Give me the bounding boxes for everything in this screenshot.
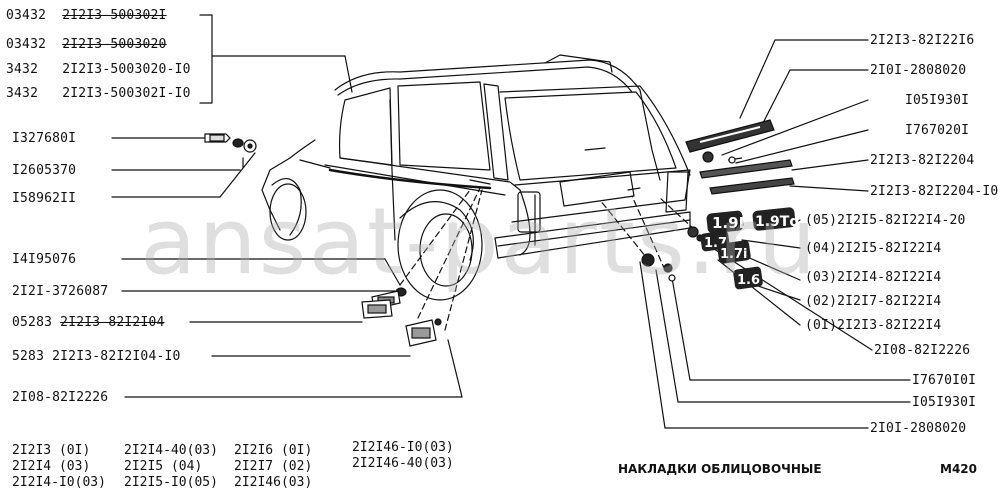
part-label-right-1: 2I2I3-82I22I6 [870,33,975,48]
badge-1-9td: 1.9Td [752,207,799,231]
part-label-right-11: (0I)2I2I3-82I22I4 [805,318,942,333]
model-entry: 2I2I5 (04) [124,459,203,474]
left-small-parts [204,133,442,347]
model-entry: 2I2I7 (02) [234,459,313,474]
model-entry: 2I2I46-40(03) [352,456,454,471]
svg-text:1.9D: 1.9D [712,214,751,232]
model-entry: 2I2I46(03) [234,475,313,490]
clip-part [702,151,714,163]
part-label-top-1: 03432 2I2I3-500302I [6,8,167,23]
badge-1-9d: 1.9D [706,210,751,234]
emblem-strip-lower [709,177,795,195]
part-label-left-8: 2I08-82I2226 [12,390,109,405]
part-label-left-4: I4I95076 [12,252,77,267]
part-label-right-12: 2I08-82I2226 [874,343,971,358]
part-label-right-13: I7670I0I [912,373,977,388]
part-label-right-9: (03)2I2I4-82I22I4 [805,270,942,285]
svg-text:1.9Td: 1.9Td [755,214,799,230]
right-small-parts [641,119,795,282]
part-label-left-7: 5283 2I2I3-82I2I04-I0 [12,349,181,364]
part-label-top-3: 3432 2I2I3-5003020-I0 [6,62,191,77]
part-label-left-6: 05283 2I2I3-82I2I04 [12,315,165,330]
badge-1-7i: 1.7i [717,240,751,264]
diagram-title: НАКЛАДКИ ОБЛИЦОВОЧНЫЕ [618,462,822,476]
top-emblem-plate [685,119,775,153]
part-label-right-14: I05I930I [912,395,977,410]
part-label-left-3: I58962II [12,191,77,206]
emblem-strip-upper [699,159,793,179]
model-entry: 2I2I5-I0(05) [124,475,218,490]
model-entry: 2I2I6 (0I) [234,443,313,458]
leader-line [344,55,353,93]
badges: 1.9D 1.9Td 1.7 1.7i 1.6 [700,207,799,290]
part-label-right-5: 2I2I3-82I2204 [870,153,975,168]
badge-1-6: 1.6 [733,266,763,290]
model-entry: 2I2I4-I0(03) [12,475,106,490]
model-entry: 2I2I46-I0(03) [352,440,454,455]
part-label-right-15: 2I0I-2808020 [870,421,967,436]
part-label-top-2: 03432 2I2I3-5003020 [6,37,167,52]
part-label-right-4: I767020I [905,123,970,138]
part-label-right-7: (05)2I2I5-82I22I4-20 [805,213,966,228]
model-entry: 2I2I4 (03) [12,459,91,474]
page-code: М420 [940,462,977,476]
part-label-right-8: (04)2I2I5-82I22I4 [805,241,942,256]
part-label-right-6: 2I2I3-82I2204-I0 [870,184,998,199]
svg-text:1.7i: 1.7i [720,247,748,262]
part-label-right-3: I05I930I [905,93,970,108]
model-entry: 2I2I3 (0I) [12,443,91,458]
nut-part [232,138,244,148]
svg-text:1.6: 1.6 [737,273,760,288]
label-bracket [199,14,213,104]
part-label-left-2: I2605370 [12,163,77,178]
watermark: ansat-parts.ru [140,188,819,295]
part-label-right-10: (02)2I2I7-82I22I4 [805,294,942,309]
model-entry: 2I2I4-40(03) [124,443,218,458]
part-label-left-5: 2I2I-3726087 [12,284,109,299]
part-label-right-2: 2I0I-2808020 [870,63,967,78]
part-label-top-4: 3432 2I2I3-500302I-I0 [6,86,191,101]
part-label-left-1: I327680I [12,131,77,146]
